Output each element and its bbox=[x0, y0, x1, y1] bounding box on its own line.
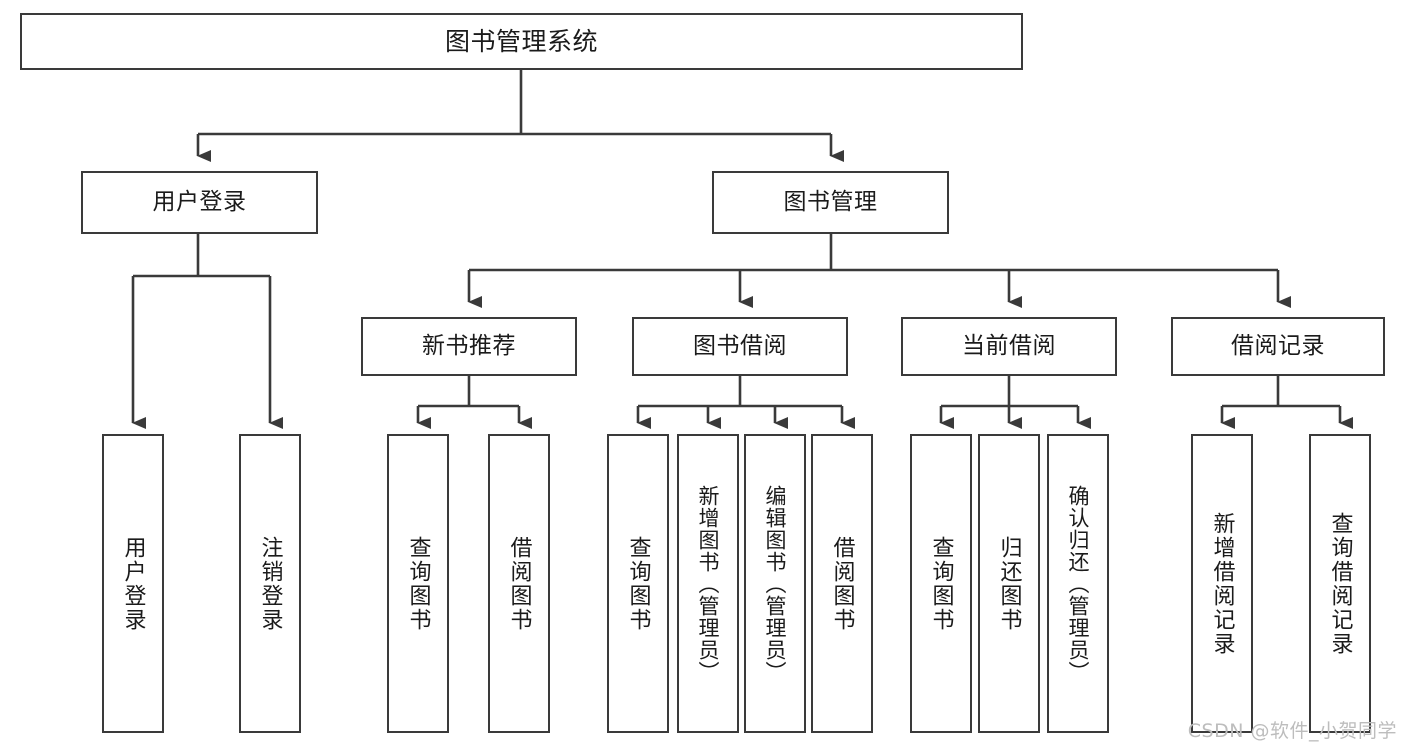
node-label: 图书管理系统 bbox=[444, 26, 598, 56]
node-label: 图书管理 bbox=[783, 189, 878, 216]
node-label: 查询图书 bbox=[625, 535, 651, 632]
node-book-borrow[interactable]: 图书借阅 bbox=[632, 317, 848, 376]
node-label: 注销登录 bbox=[257, 535, 283, 632]
node-leaf-borrow-book-1[interactable]: 借阅图书 bbox=[488, 434, 550, 733]
node-leaf-query-book-1[interactable]: 查询图书 bbox=[387, 434, 449, 733]
node-label: 借阅记录 bbox=[1231, 333, 1325, 360]
node-leaf-query-book-2[interactable]: 查询图书 bbox=[607, 434, 669, 733]
node-label: 归还图书 bbox=[996, 535, 1022, 632]
node-label: 查询图书 bbox=[405, 535, 431, 632]
node-label: 用户登录 bbox=[120, 535, 146, 632]
node-book-management[interactable]: 图书管理 bbox=[712, 171, 949, 234]
node-label: 新书推荐 bbox=[422, 333, 516, 360]
node-leaf-edit-book-admin[interactable]: 编辑图书（管理员） bbox=[744, 434, 806, 733]
node-label: 新增图书（管理员） bbox=[696, 484, 721, 683]
node-leaf-confirm-return-admin[interactable]: 确认归还（管理员） bbox=[1047, 434, 1109, 733]
node-leaf-query-borrow-record[interactable]: 查询借阅记录 bbox=[1309, 434, 1371, 733]
node-label: 图书借阅 bbox=[693, 333, 787, 360]
node-leaf-return-book[interactable]: 归还图书 bbox=[978, 434, 1040, 733]
node-label: 用户登录 bbox=[152, 189, 247, 216]
node-label: 借阅图书 bbox=[506, 535, 532, 632]
node-leaf-borrow-book-2[interactable]: 借阅图书 bbox=[811, 434, 873, 733]
node-leaf-add-borrow-record[interactable]: 新增借阅记录 bbox=[1191, 434, 1253, 733]
node-label: 借阅图书 bbox=[829, 535, 855, 632]
node-label: 新增借阅记录 bbox=[1209, 511, 1235, 656]
node-label: 查询图书 bbox=[928, 535, 954, 632]
node-current-borrow[interactable]: 当前借阅 bbox=[901, 317, 1117, 376]
node-label: 查询借阅记录 bbox=[1327, 511, 1353, 656]
node-borrow-record[interactable]: 借阅记录 bbox=[1171, 317, 1385, 376]
node-leaf-logout-login[interactable]: 注销登录 bbox=[239, 434, 301, 733]
node-user-login[interactable]: 用户登录 bbox=[81, 171, 318, 234]
node-root-system[interactable]: 图书管理系统 bbox=[20, 13, 1023, 70]
node-label: 确认归还（管理员） bbox=[1066, 484, 1091, 683]
node-label: 当前借阅 bbox=[962, 333, 1056, 360]
watermark-text: CSDN @软件_小贺同学 bbox=[1187, 720, 1397, 742]
node-leaf-user-login[interactable]: 用户登录 bbox=[102, 434, 164, 733]
node-leaf-add-book-admin[interactable]: 新增图书（管理员） bbox=[677, 434, 739, 733]
node-new-book-recommend[interactable]: 新书推荐 bbox=[361, 317, 577, 376]
node-leaf-query-book-3[interactable]: 查询图书 bbox=[910, 434, 972, 733]
node-label: 编辑图书（管理员） bbox=[763, 484, 788, 683]
